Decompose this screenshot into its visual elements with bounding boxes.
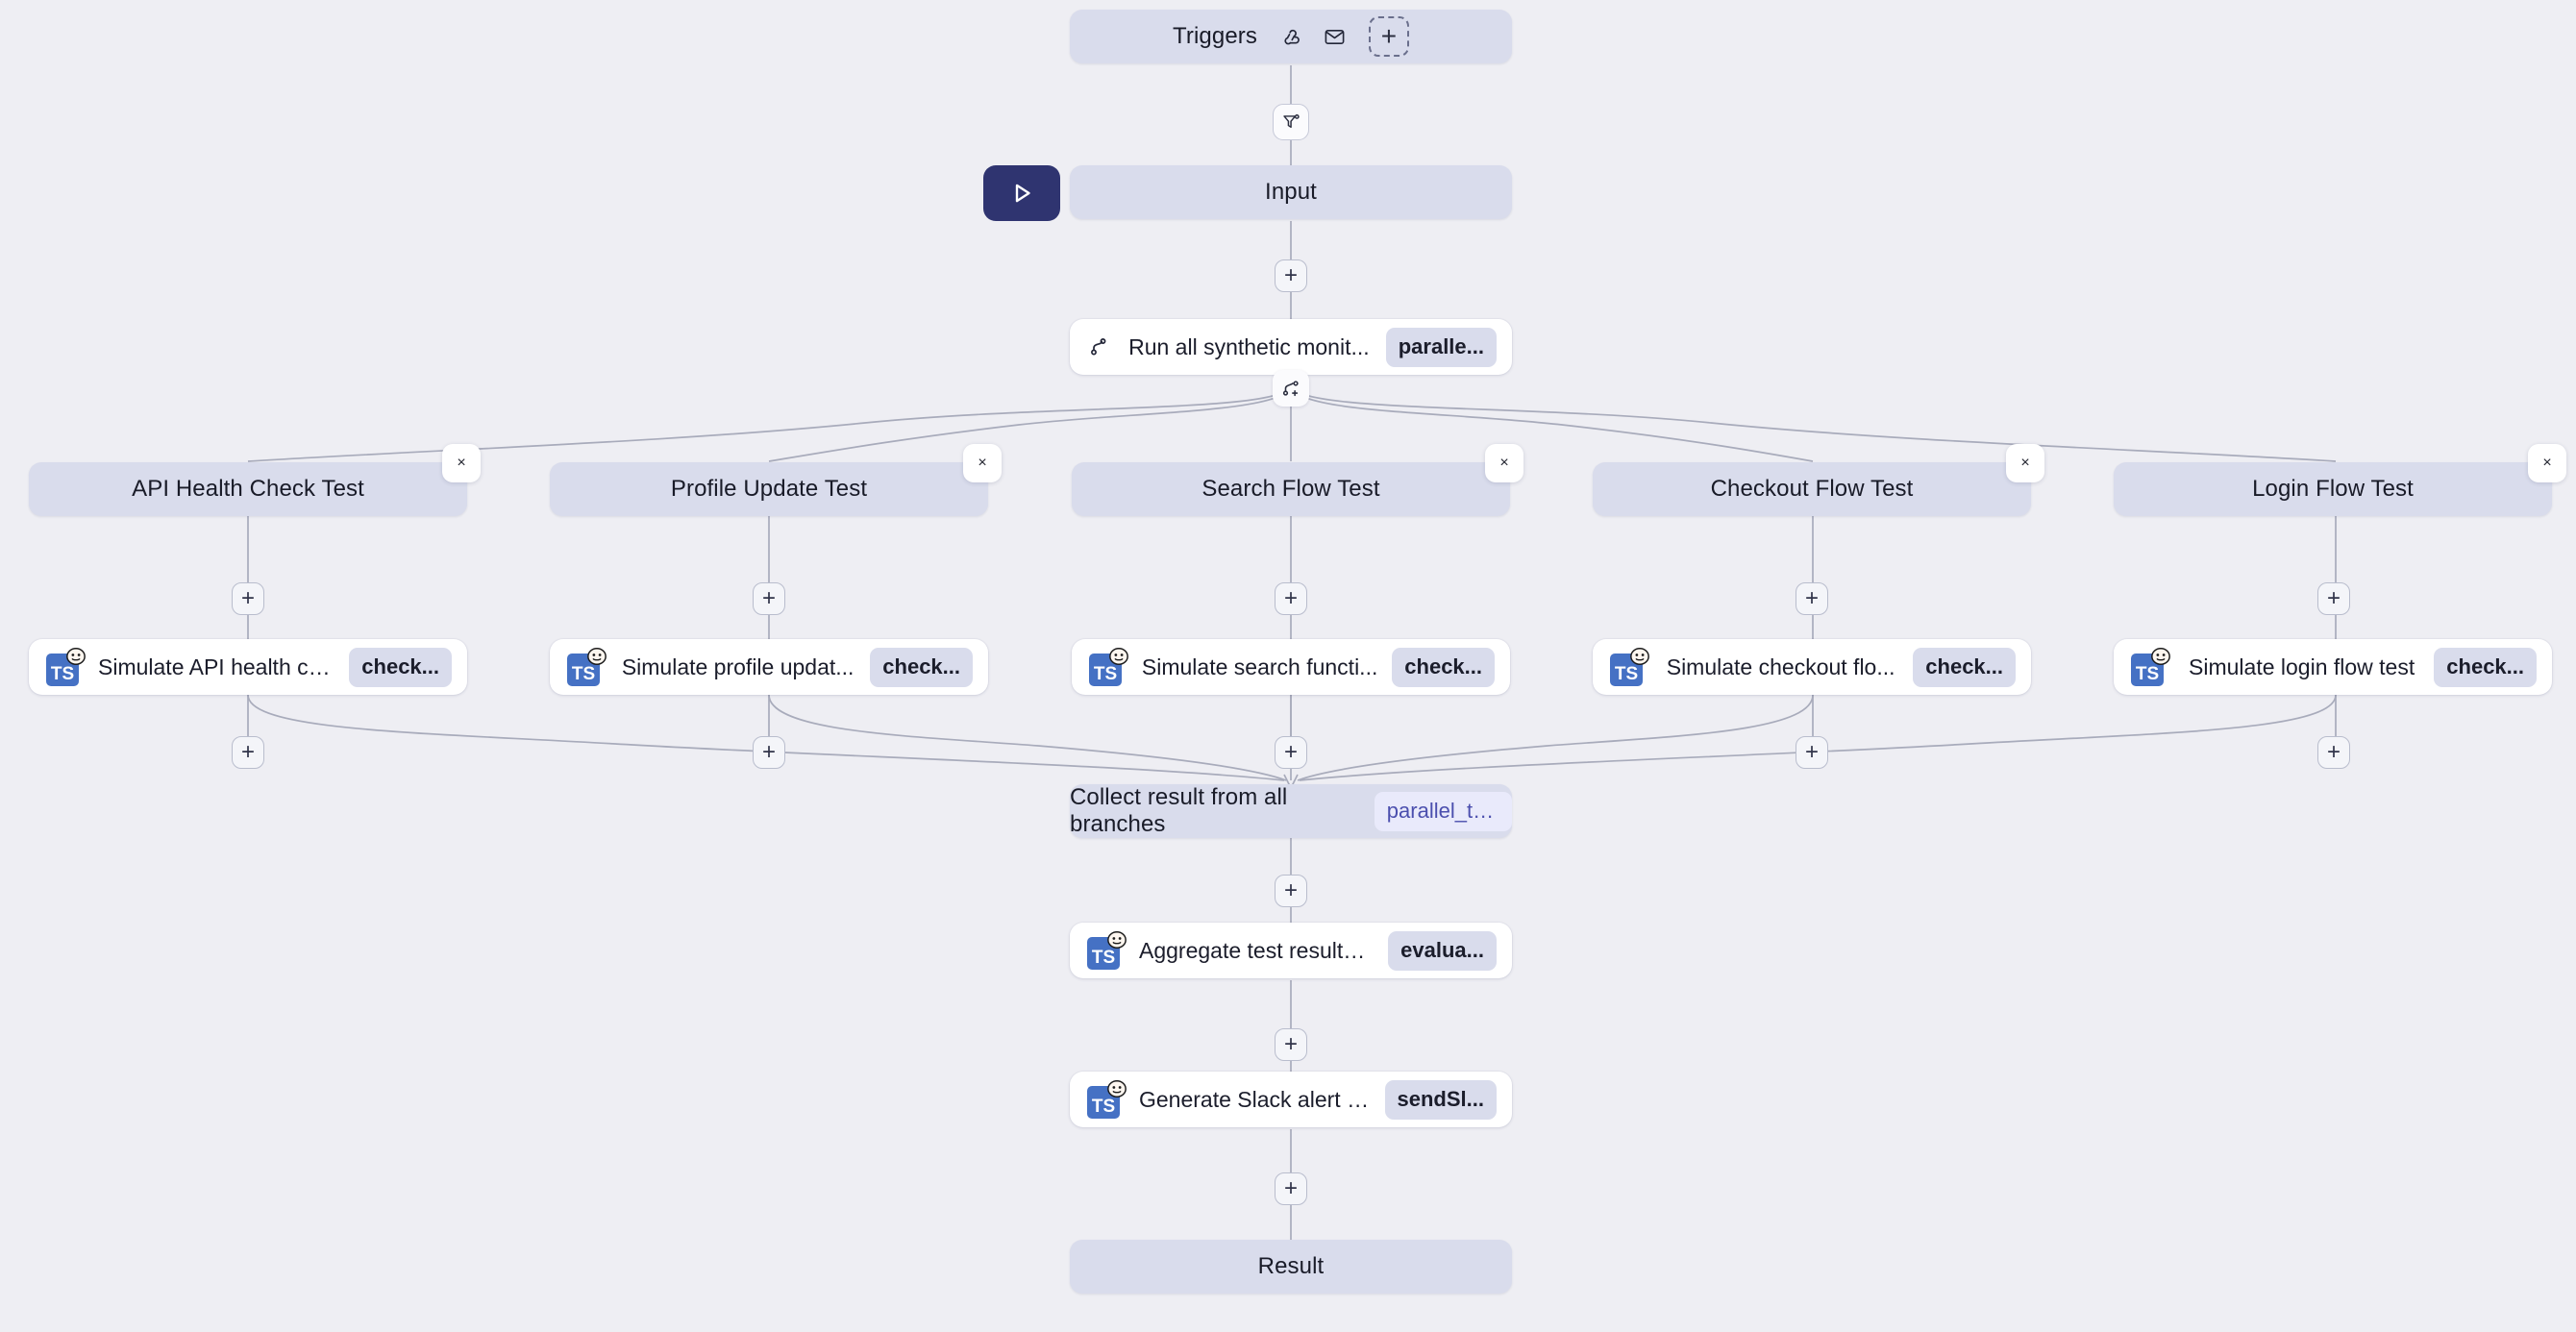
jest-face-icon [1107,1080,1127,1098]
add-step-branch-1[interactable]: + [232,582,264,615]
add-step-branch-4-bottom[interactable]: + [1796,736,1828,769]
add-step-branch-5-bottom[interactable]: + [2317,736,2350,769]
close-branch-icon-2[interactable]: × [963,444,1002,482]
add-step-after-input[interactable]: + [1275,259,1307,292]
add-step-branch-2-bottom[interactable]: + [753,736,785,769]
close-branch-icon-1[interactable]: × [442,444,481,482]
typescript-jest-icon: TS [1610,648,1649,686]
slack-node-title: Generate Slack alert m... [1139,1086,1384,1112]
add-step-branch-5[interactable]: + [2317,582,2350,615]
branch-step-api-health-check[interactable]: TS Simulate API health ch... check... [29,639,467,695]
typescript-jest-icon: TS [567,648,607,686]
email-icon[interactable] [1317,18,1353,55]
git-branch-icon [1087,335,1112,358]
branch-label: Checkout Flow Test [1710,476,1914,502]
add-step-after-slack[interactable]: + [1275,1172,1307,1205]
result-node[interactable]: Result [1070,1240,1512,1294]
branch-header-login-flow-test[interactable]: Login Flow Test [2114,462,2552,516]
add-step-after-collect[interactable]: + [1275,875,1307,907]
branch-header-api-health-check-test[interactable]: API Health Check Test [29,462,467,516]
add-trigger-button[interactable]: + [1368,16,1409,57]
input-label: Input [1265,179,1317,205]
branch-step-badge[interactable]: check... [1392,647,1495,687]
filter-settings-icon[interactable] [1273,104,1309,140]
branch-header-checkout-flow-test[interactable]: Checkout Flow Test [1593,462,2031,516]
jest-face-icon [66,648,86,665]
branch-header-search-flow-test[interactable]: Search Flow Test [1072,462,1510,516]
play-icon [1015,184,1030,203]
jest-face-icon [1109,648,1128,665]
slack-node-badge[interactable]: sendSl... [1384,1079,1497,1120]
run-workflow-button[interactable] [983,165,1060,221]
collect-node-title: Collect result from all branches [1070,784,1288,837]
aggregate-results-node[interactable]: TS Aggregate test results ... evalua... [1070,923,1512,978]
close-branch-icon-3[interactable]: × [1485,444,1523,482]
aggregate-node-badge[interactable]: evalua... [1388,930,1497,971]
branch-step-title: Simulate search functi... [1141,654,1378,679]
branch-add-icon[interactable] [1273,370,1309,407]
branch-step-checkout-flow[interactable]: TS Simulate checkout flo... check... [1593,639,2031,695]
aggregate-node-title: Aggregate test results ... [1139,937,1379,963]
parallel-node-title: Run all synthetic monit... [1128,333,1370,359]
branch-label: Profile Update Test [670,476,868,502]
slack-alert-node[interactable]: TS Generate Slack alert m... sendSl... [1070,1072,1512,1127]
branch-step-login-flow[interactable]: TS Simulate login flow test check... [2114,639,2552,695]
branch-step-profile-update[interactable]: TS Simulate profile updat... check... [550,639,988,695]
collect-results-node[interactable]: Collect result from all branches paralle… [1070,784,1512,838]
typescript-jest-icon: TS [1087,1080,1127,1119]
branch-step-title: Simulate API health ch... [98,654,339,679]
add-step-after-aggregate[interactable]: + [1275,1028,1307,1061]
close-branch-icon-4[interactable]: × [2006,444,2044,482]
typescript-jest-icon: TS [46,648,86,686]
result-label: Result [1257,1253,1325,1279]
add-step-branch-3-bottom[interactable]: + [1275,736,1307,769]
branch-step-title: Simulate profile updat... [621,654,855,679]
jest-face-icon [1107,931,1127,949]
branch-label: API Health Check Test [132,476,364,502]
add-step-branch-2[interactable]: + [753,582,785,615]
add-step-branch-3[interactable]: + [1275,582,1307,615]
input-node[interactable]: Input [1070,165,1512,219]
branch-header-profile-update-test[interactable]: Profile Update Test [550,462,988,516]
branch-step-title: Simulate checkout flo... [1666,654,1895,679]
add-step-branch-1-bottom[interactable]: + [232,736,264,769]
branch-label: Search Flow Test [1201,476,1380,502]
triggers-label: Triggers [1173,23,1257,49]
triggers-node[interactable]: Triggers + [1070,10,1512,63]
jest-face-icon [2151,648,2170,665]
webhook-icon[interactable] [1275,18,1311,55]
branch-step-badge[interactable]: check... [1913,647,2016,687]
collect-node-badge[interactable]: parallel_tests [1374,791,1512,831]
typescript-jest-icon: TS [1087,931,1127,970]
branch-step-search-flow[interactable]: TS Simulate search functi... check... [1072,639,1510,695]
jest-face-icon [1630,648,1649,665]
typescript-jest-icon: TS [2131,648,2170,686]
parallel-branch-node[interactable]: Run all synthetic monit... paralle... [1070,319,1512,375]
typescript-jest-icon: TS [1089,648,1128,686]
close-branch-icon-5[interactable]: × [2528,444,2566,482]
branch-step-badge[interactable]: check... [349,647,452,687]
branch-step-title: Simulate login flow test [2189,654,2415,679]
add-step-branch-4[interactable]: + [1796,582,1828,615]
branch-label: Login Flow Test [2252,476,2414,502]
branch-step-badge[interactable]: check... [2434,647,2537,687]
branch-step-badge[interactable]: check... [870,647,973,687]
jest-face-icon [587,648,607,665]
parallel-node-badge[interactable]: paralle... [1385,327,1497,367]
